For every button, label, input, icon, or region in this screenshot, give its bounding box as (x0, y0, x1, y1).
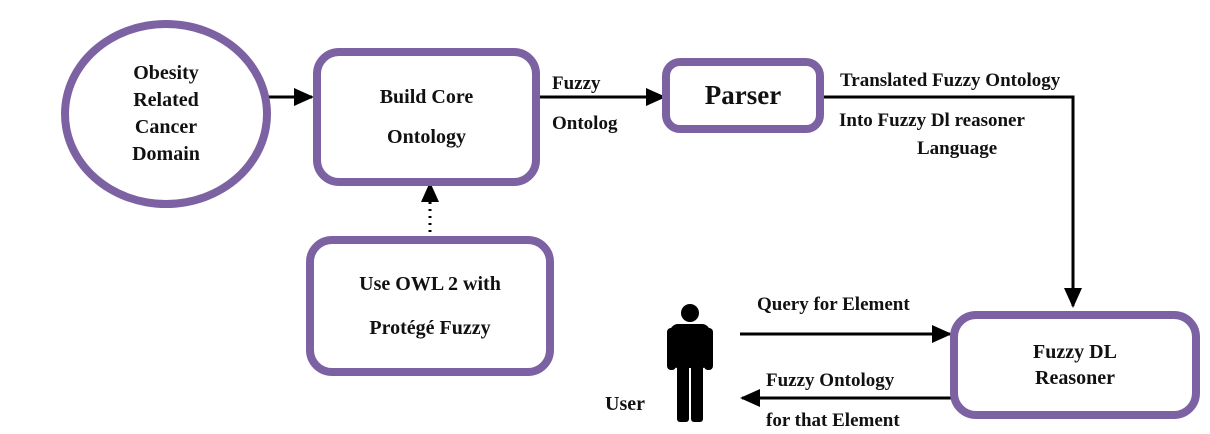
user-label: User (605, 393, 645, 415)
node-text-line: Obesity (133, 62, 199, 84)
arrow-parser-to-reasoner (824, 95, 1082, 308)
node-fuzzy-dl-reasoner: Fuzzy DL Reasoner (950, 311, 1200, 419)
node-obesity-cancer-domain: Obesity Related Cancer Domain (61, 20, 271, 208)
node-text-line: Reasoner (1035, 367, 1115, 389)
edge-label-language: Language (917, 138, 998, 159)
node-text-line: Domain (132, 143, 200, 165)
node-text-line: Protégé Fuzzy (369, 317, 491, 339)
edge-label-query: Query for Element (757, 294, 910, 315)
node-build-core-ontology: Build Core Ontology (313, 48, 540, 186)
edge-label-into-reasoner: Into Fuzzy Dl reasoner (839, 110, 1025, 131)
user-icon (667, 304, 713, 422)
node-text-line: Ontology (387, 126, 466, 148)
node-text-line: Build Core (379, 86, 474, 108)
node-owl-protege: Use OWL 2 with Protégé Fuzzy (306, 236, 554, 376)
edge-label-for-that-element: for that Element (766, 410, 900, 431)
node-text-line: Use OWL 2 with (359, 273, 501, 295)
node-text-line: Fuzzy DL (1033, 341, 1117, 363)
edge-label-translated: Translated Fuzzy Ontology (840, 70, 1061, 91)
edge-label-fuzzy-ontology: Fuzzy Ontology (766, 370, 895, 391)
edge-label-ontolog: Ontolog (552, 113, 618, 134)
edge-label-fuzzy: Fuzzy (552, 73, 601, 94)
node-text-line: Related (133, 89, 199, 111)
node-text-line: Parser (704, 80, 782, 110)
node-parser: Parser (662, 58, 824, 133)
node-text-line: Cancer (134, 116, 198, 138)
